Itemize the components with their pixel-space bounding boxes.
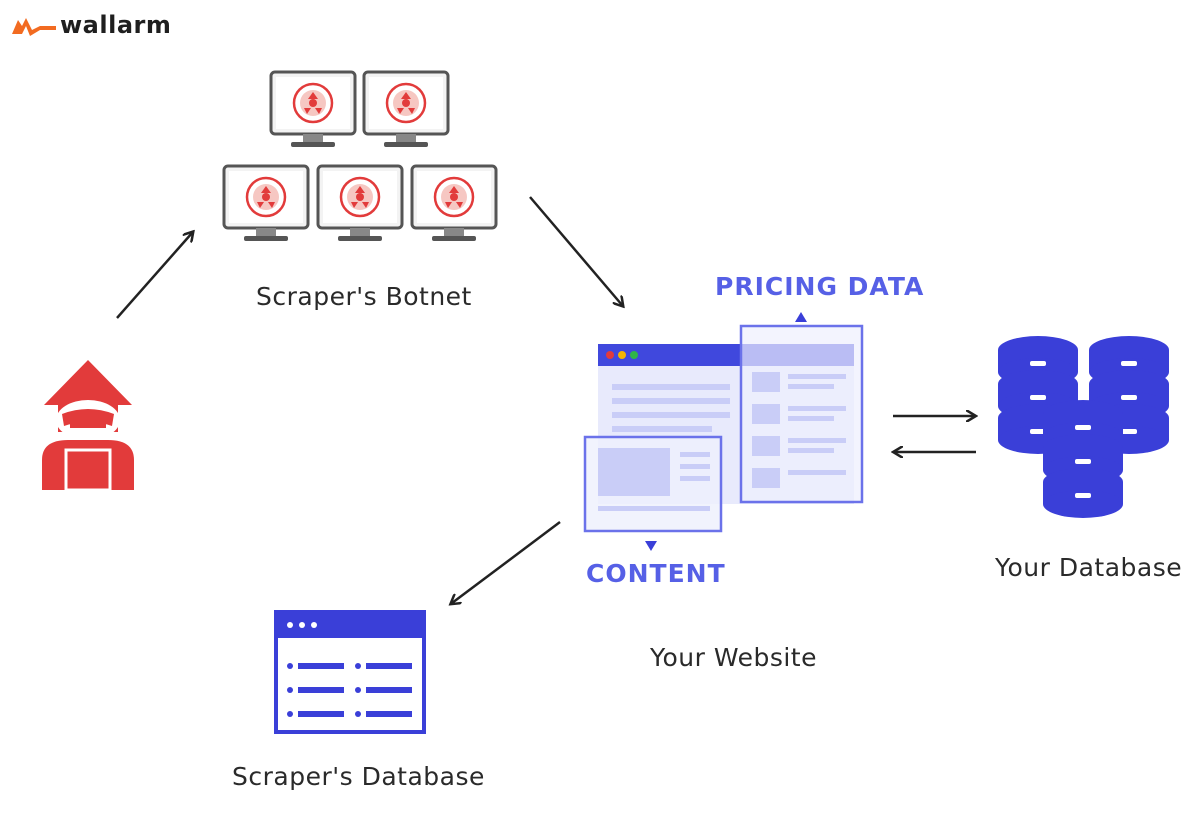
arrow-hacker-to-botnet [116, 233, 192, 319]
database-stack-icon [998, 336, 1169, 518]
pricing-pointer-icon [795, 312, 807, 322]
browser-window-icon [583, 312, 864, 551]
label-your-database: Your Database [995, 553, 1183, 582]
label-scrapers-botnet: Scraper's Botnet [256, 282, 472, 311]
infected-monitor-icon [316, 164, 404, 243]
logo-text: wallarm [60, 11, 172, 39]
label-content: CONTENT [586, 559, 726, 588]
label-pricing-data: PRICING DATA [715, 272, 925, 301]
arrow-botnet-to-website [529, 196, 622, 305]
table-window-icon [274, 610, 426, 734]
content-pointer-icon [645, 541, 657, 551]
hooded-hacker-icon [42, 360, 134, 492]
infected-monitor-icon [362, 70, 450, 149]
infected-monitor-icon [222, 164, 310, 243]
infected-monitor-icon [410, 164, 498, 243]
botnet-group [222, 70, 498, 243]
infected-monitor-icon [269, 70, 357, 149]
label-your-website: Your Website [650, 643, 817, 672]
wallarm-logo-icon [12, 18, 56, 36]
arrow-website-to-scraper-db [452, 521, 561, 603]
label-scrapers-database: Scraper's Database [232, 762, 485, 791]
